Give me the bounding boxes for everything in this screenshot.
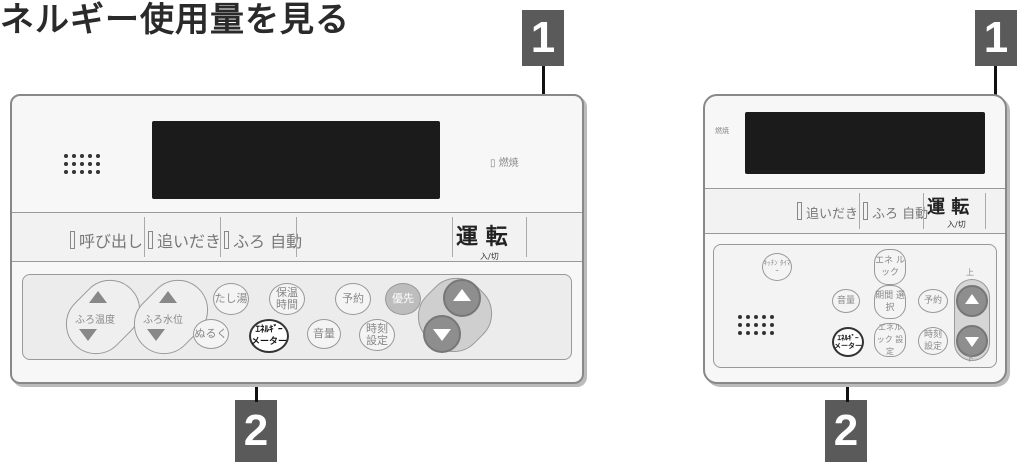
button-area: ｷｯﾁﾝ ﾀｲﾏｰ エネ ルック 音量 期間 選択 予約 ｴﾈﾙｷﾞｰ メーター…	[713, 244, 997, 368]
power-button[interactable]: 運 転 入/切	[927, 193, 969, 230]
down-arrow-icon	[965, 337, 979, 347]
down-arrow-icon[interactable]	[79, 329, 97, 341]
energy-meter-button[interactable]: ｴﾈﾙｷﾞｰ メーター	[832, 327, 864, 357]
up-label: 上	[966, 268, 974, 277]
cooler-button[interactable]: ぬるく	[193, 319, 229, 349]
volume-button[interactable]: 音量	[832, 289, 860, 313]
clock-set-button[interactable]: 時刻 設定	[918, 327, 948, 355]
energy-meter-button[interactable]: ｴﾈﾙｷﾞｰ メーター	[249, 319, 289, 353]
lcd-display	[745, 112, 985, 174]
up-button[interactable]	[443, 279, 481, 317]
volume-button[interactable]: 音量	[307, 319, 341, 349]
reservation-button[interactable]: 予約	[335, 283, 371, 315]
down-arrow-icon	[433, 329, 451, 341]
priority-button[interactable]: 優先	[385, 283, 421, 315]
callout-2-right: 2	[825, 400, 867, 462]
clock-set-button[interactable]: 時刻 設定	[359, 319, 395, 351]
speaker-grille	[738, 315, 774, 335]
divider	[220, 217, 221, 257]
power-button-sub: 入/切	[947, 220, 966, 229]
bath-auto-button[interactable]: ふろ 自動	[224, 228, 302, 252]
add-hot-water-button[interactable]: たし湯	[213, 283, 249, 315]
down-button[interactable]	[423, 315, 461, 353]
speaker-grille	[64, 154, 100, 174]
button-area: ふろ温度 ふろ水位 たし湯 ぬるく 保温 時間 ｴﾈﾙｷﾞｰ メーター 予約 音…	[22, 265, 572, 367]
reheat-button[interactable]: 追いだき	[797, 202, 858, 222]
divider	[859, 193, 860, 229]
ene-look-settings-button[interactable]: エネルック 設定	[874, 323, 906, 357]
page-title: ネルギー使用量を見る	[0, 0, 350, 40]
reservation-button[interactable]: 予約	[918, 289, 948, 313]
power-button-sub: 入/切	[480, 252, 499, 261]
down-arrow-icon[interactable]	[147, 329, 165, 341]
divider	[985, 193, 986, 229]
up-arrow-icon[interactable]	[159, 291, 177, 303]
remote-panel-bathroom: ▯ 燃焼 呼び出し 追いだき ふろ 自動 運 転 入/切 ふろ温度 ふろ水位 た…	[10, 94, 584, 384]
divider	[923, 193, 924, 229]
callout-1-left: 1	[522, 10, 564, 66]
function-strip: 追いだき ふろ 自動 運 転 入/切	[705, 188, 1005, 234]
up-arrow-icon	[965, 294, 979, 304]
up-arrow-icon[interactable]	[89, 291, 107, 303]
divider	[526, 217, 527, 257]
keep-warm-time-button[interactable]: 保温 時間	[269, 283, 305, 315]
callout-2-left: 2	[235, 400, 277, 462]
burn-indicator: ▯ 燃焼	[490, 158, 519, 169]
bath-auto-button[interactable]: ふろ 自動	[863, 202, 928, 222]
divider	[296, 217, 297, 257]
down-button[interactable]	[956, 325, 988, 357]
function-strip: 呼び出し 追いだき ふろ 自動 運 転 入/切	[12, 212, 582, 262]
bath-temp-label: ふろ温度	[75, 315, 115, 326]
up-arrow-icon	[453, 289, 471, 301]
reheat-button[interactable]: 追いだき	[148, 228, 221, 252]
power-button[interactable]: 運 転 入/切	[456, 219, 508, 262]
bath-level-label: ふろ水位	[143, 315, 183, 326]
down-label: 下	[966, 354, 974, 363]
lcd-display	[152, 121, 440, 199]
remote-panel-kitchen: 燃焼 追いだき ふろ 自動 運 転 入/切 ｷｯﾁﾝ ﾀｲﾏｰ エネ ルック 音…	[703, 94, 1007, 384]
power-button-label: 運 転	[927, 197, 970, 218]
period-select-button[interactable]: 期間 選択	[874, 285, 906, 319]
burn-indicator: 燃焼	[715, 127, 729, 135]
up-button[interactable]	[956, 285, 988, 317]
ene-look-button[interactable]: エネ ルック	[874, 249, 906, 285]
call-button[interactable]: 呼び出し	[70, 228, 143, 252]
callout-1-right: 1	[975, 10, 1017, 66]
divider	[452, 217, 453, 257]
divider	[144, 217, 145, 257]
power-button-label: 運 転	[456, 225, 508, 250]
kitchen-timer-button[interactable]: ｷｯﾁﾝ ﾀｲﾏｰ	[762, 253, 792, 281]
